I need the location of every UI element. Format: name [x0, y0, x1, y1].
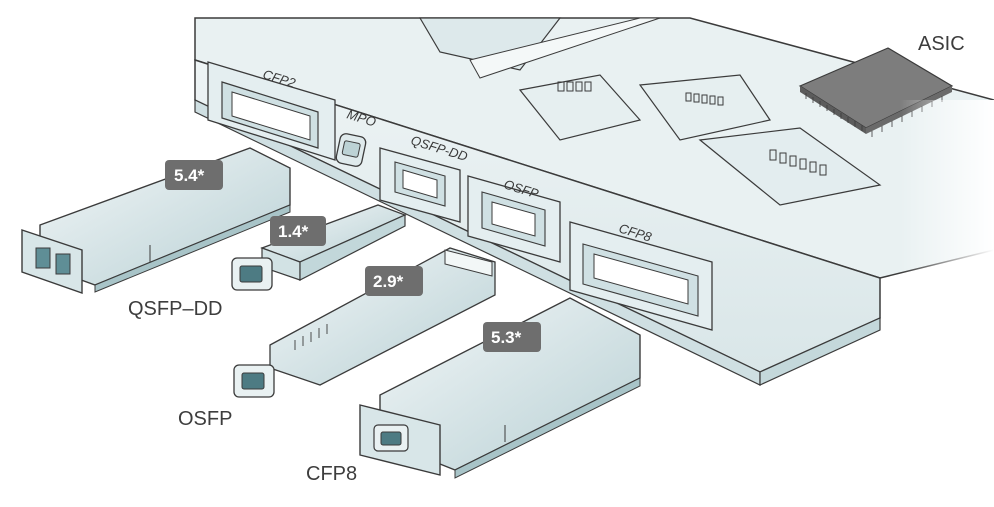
badge-cfp8: 5.3*: [483, 322, 541, 352]
module-osfp: [233, 247, 496, 398]
module-cfp8: [359, 297, 641, 479]
port-qsfp-dd: [379, 147, 461, 223]
internal-cage-3: [638, 74, 771, 141]
badge-osfp: 2.9*: [365, 266, 423, 296]
badge-osfp-value: 2.9*: [373, 272, 404, 291]
internal-cage-2: [518, 74, 642, 141]
port-osfp: [467, 175, 561, 263]
switch-board: CFP2 MPO QSFP-DD OSFP CFP8: [194, 17, 994, 386]
port-mpo: [335, 133, 367, 167]
port-cfp8: [569, 221, 713, 331]
ribbon-cable: [469, 17, 661, 79]
module-label-cfp8: CFP8: [306, 463, 357, 485]
connector-pins: [557, 81, 827, 176]
badge-cfp2: 5.4*: [165, 160, 223, 190]
badge-cfp2-value: 5.4*: [174, 166, 205, 185]
asic-label: ASIC: [918, 33, 965, 55]
panel-side-edge: [759, 317, 881, 386]
module-label-osfp: OSFP: [178, 408, 232, 430]
badge-qsfp-dd: 1.4*: [270, 216, 326, 246]
port-cfp2: [207, 61, 336, 161]
module-qsfp-dd: [231, 204, 407, 291]
badge-cfp8-value: 5.3*: [491, 328, 522, 347]
asic-chip: ASIC: [798, 33, 965, 137]
module-cfp2: [21, 147, 291, 294]
module-label-qsfp-dd: QSFP–DD: [128, 298, 222, 320]
edge-fade: [900, 100, 994, 360]
badge-qsfp-dd-value: 1.4*: [278, 222, 309, 241]
